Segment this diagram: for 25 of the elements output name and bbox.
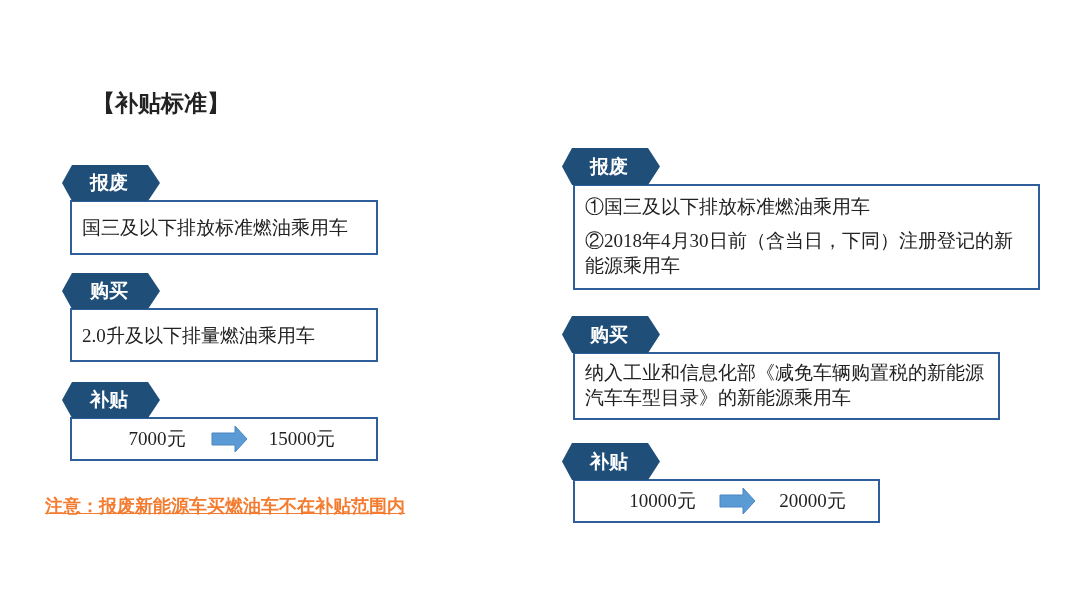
category-tab: 购买 — [62, 273, 162, 309]
category-tab: 报废 — [562, 148, 662, 185]
description-text: 2.0升及以下排量燃油乘用车 — [82, 324, 316, 348]
description-text: ①国三及以下排放标准燃油乘用车 — [585, 195, 871, 219]
slide-title: 【补贴标准】 — [92, 89, 230, 118]
category-tab: 补贴 — [562, 443, 662, 480]
block-arrow — [211, 425, 248, 453]
block-arrow — [719, 487, 756, 515]
amount-text: 10000元 — [605, 481, 720, 521]
amount-text: 15000元 — [247, 419, 357, 459]
category-tab: 补贴 — [62, 382, 162, 418]
description-text: 纳入工业和信息化部《减免车辆购置税的新能源汽车车型目录》的新能源乘用车 — [585, 361, 985, 410]
category-tab: 购买 — [562, 316, 662, 353]
category-tab: 报废 — [62, 165, 162, 201]
info-panel — [573, 184, 1040, 290]
note-text: 注意：报废新能源车买燃油车不在补贴范围内 — [45, 494, 405, 518]
description-text: ②2018年4月30日前（含当日，下同）注册登记的新能源乘用车 — [585, 229, 1014, 278]
info-panel — [573, 352, 1000, 420]
info-panel — [70, 417, 378, 461]
info-panel — [70, 308, 378, 362]
info-panel — [70, 200, 378, 255]
amount-text: 7000元 — [102, 419, 212, 459]
amount-text: 20000元 — [755, 481, 870, 521]
info-panel — [573, 479, 880, 523]
description-text: 国三及以下排放标准燃油乘用车 — [82, 216, 349, 240]
